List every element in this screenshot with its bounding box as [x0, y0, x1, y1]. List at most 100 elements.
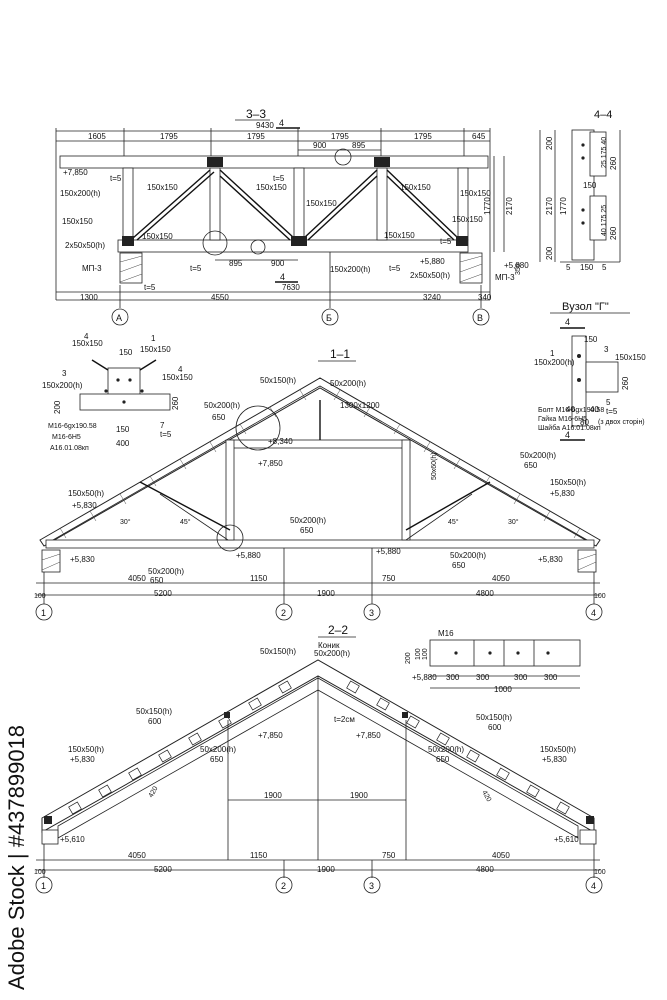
top-chord — [59, 155, 489, 169]
svg-text:750: 750 — [382, 851, 396, 860]
svg-text:100: 100 — [415, 648, 422, 660]
svg-text:4: 4 — [565, 317, 570, 327]
svg-text:150x150: 150x150 — [72, 339, 103, 348]
svg-text:300: 300 — [544, 673, 558, 682]
svg-text:+7,850: +7,850 — [356, 731, 381, 740]
svg-text:2170: 2170 — [505, 197, 514, 215]
svg-text:5: 5 — [606, 398, 611, 407]
svg-text:3: 3 — [604, 345, 609, 354]
svg-text:50x200(h): 50x200(h) — [314, 649, 350, 658]
svg-text:М16-6gх190.58: М16-6gх190.58 — [48, 423, 97, 430]
svg-text:50x200(h): 50x200(h) — [330, 379, 366, 388]
svg-text:3240: 3240 — [423, 293, 441, 302]
svg-text:300: 300 — [476, 673, 490, 682]
svg-text:50x150(h): 50x150(h) — [136, 707, 172, 716]
svg-text:150: 150 — [119, 348, 133, 357]
svg-text:40: 40 — [590, 405, 599, 414]
svg-text:1900: 1900 — [317, 589, 335, 598]
svg-text:+5,610: +5,610 — [554, 835, 579, 844]
svg-text:1795: 1795 — [160, 132, 178, 141]
svg-text:М16: М16 — [438, 629, 454, 638]
svg-text:1: 1 — [151, 334, 156, 343]
svg-text:+5,830: +5,830 — [70, 555, 95, 564]
svg-text:150x200(h): 150x200(h) — [330, 265, 371, 274]
svg-text:+5,880: +5,880 — [412, 673, 437, 682]
svg-text:150x200(h): 150x200(h) — [534, 358, 575, 367]
svg-text:645: 645 — [472, 132, 486, 141]
svg-text:4: 4 — [280, 272, 285, 282]
svg-text:МП-3: МП-3 — [495, 273, 515, 282]
svg-text:1770: 1770 — [483, 197, 492, 215]
svg-text:1: 1 — [41, 608, 46, 618]
svg-text:50x200(h): 50x200(h) — [450, 551, 486, 560]
svg-text:t=5: t=5 — [440, 237, 452, 246]
svg-text:45°: 45° — [180, 518, 191, 526]
svg-text:150x50(h): 150x50(h) — [540, 745, 576, 754]
svg-text:150x150: 150x150 — [400, 183, 431, 192]
svg-text:t=5: t=5 — [606, 407, 618, 416]
section-4-4: 4–4 2170 1770 200 200 260 260 150 25 175… — [515, 109, 621, 275]
svg-text:5: 5 — [566, 263, 571, 272]
svg-text:260: 260 — [621, 376, 630, 390]
stock-id-text: Adobe Stock | #437899018 — [4, 724, 29, 990]
svg-text:400: 400 — [116, 439, 130, 448]
svg-text:50x200(h): 50x200(h) — [428, 745, 464, 754]
svg-text:2x50x50(h): 2x50x50(h) — [65, 241, 105, 250]
svg-text:100: 100 — [422, 648, 429, 660]
svg-text:300: 300 — [514, 673, 528, 682]
svg-text:t=5: t=5 — [190, 264, 202, 273]
svg-text:t=5: t=5 — [110, 174, 122, 183]
svg-text:750: 750 — [382, 574, 396, 583]
svg-text:Коник: Коник — [318, 641, 340, 650]
axis-b: Б — [326, 313, 332, 323]
svg-text:150x150: 150x150 — [142, 232, 173, 241]
svg-text:4: 4 — [84, 332, 89, 341]
section-1-1: 1–1 — [34, 347, 606, 621]
svg-text:40 175 25: 40 175 25 — [601, 205, 608, 236]
svg-text:+5,610: +5,610 — [60, 835, 85, 844]
svg-text:600: 600 — [488, 723, 502, 732]
node-g: Вузол "Г" 4 150x200(h) 150x150 1 3 260 1… — [534, 301, 646, 441]
svg-text:650: 650 — [150, 576, 164, 585]
svg-text:(з двох сторін): (з двох сторін) — [598, 418, 645, 426]
stock-watermark: Adobe Stock | #437899018 — [0, 0, 34, 1000]
svg-text:МП-3: МП-3 — [82, 264, 102, 273]
svg-text:+5,830: +5,830 — [538, 555, 563, 564]
svg-text:2–2: 2–2 — [328, 623, 348, 637]
svg-text:4–4: 4–4 — [594, 109, 612, 121]
svg-text:650: 650 — [524, 461, 538, 470]
svg-text:t=2см: t=2см — [334, 715, 355, 724]
svg-text:50x200(h): 50x200(h) — [200, 745, 236, 754]
svg-text:4: 4 — [591, 881, 596, 891]
overall-dim-label: 9430 — [256, 121, 274, 130]
svg-text:300: 300 — [446, 673, 460, 682]
svg-text:1: 1 — [41, 881, 46, 891]
svg-text:2170: 2170 — [545, 197, 554, 215]
svg-text:200: 200 — [53, 400, 62, 414]
svg-text:+5,880: +5,880 — [376, 547, 401, 556]
svg-text:Шайба А16.01.08кп: Шайба А16.01.08кп — [538, 424, 601, 432]
svg-text:+7,850: +7,850 — [63, 168, 88, 177]
svg-text:100: 100 — [594, 593, 606, 600]
svg-text:80: 80 — [580, 418, 589, 427]
svg-text:650: 650 — [212, 413, 226, 422]
svg-text:150x150: 150x150 — [452, 215, 483, 224]
axis-a: А — [116, 313, 122, 323]
svg-text:1300: 1300 — [80, 293, 98, 302]
svg-text:М16-6Н5: М16-6Н5 — [52, 434, 81, 441]
svg-text:3: 3 — [369, 881, 374, 891]
svg-text:600: 600 — [148, 717, 162, 726]
svg-text:t=5: t=5 — [389, 264, 401, 273]
svg-text:2: 2 — [281, 881, 286, 891]
svg-text:150: 150 — [580, 263, 594, 272]
svg-text:30°: 30° — [508, 518, 519, 526]
svg-text:+5,830: +5,830 — [542, 755, 567, 764]
svg-text:4050: 4050 — [492, 574, 510, 583]
svg-text:А16.01.08кп: А16.01.08кп — [50, 445, 89, 452]
svg-text:1900: 1900 — [317, 865, 335, 874]
svg-text:1150: 1150 — [250, 574, 268, 583]
svg-text:+7,850: +7,850 — [258, 731, 283, 740]
svg-text:4550: 4550 — [211, 293, 229, 302]
svg-text:4050: 4050 — [128, 574, 146, 583]
